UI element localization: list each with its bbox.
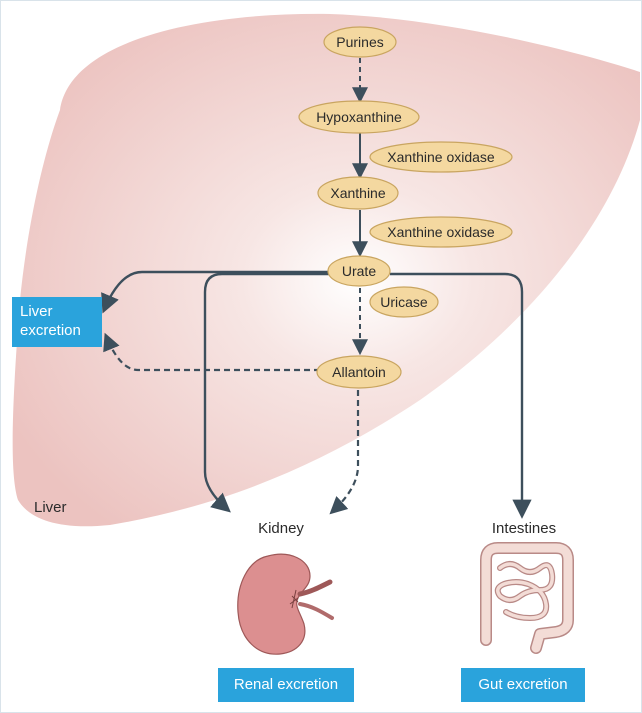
- node-allantoin: Allantoin: [316, 355, 402, 389]
- liver-excretion-line2: excretion: [20, 322, 81, 339]
- intestines-label: Intestines: [492, 520, 556, 537]
- renal-excretion-box: Renal excretion: [218, 668, 354, 702]
- liver-shape: [12, 13, 640, 527]
- node-uricase: Uricase: [369, 286, 439, 318]
- gut-excretion-label: Gut excretion: [478, 676, 568, 693]
- node-uricase-label: Uricase: [380, 294, 428, 310]
- node-purines: Purines: [323, 26, 397, 58]
- node-xanthine-oxidase-1: Xanthine oxidase: [369, 141, 513, 173]
- node-xanthine-oxidase-2-label: Xanthine oxidase: [387, 224, 495, 240]
- kidney-label: Kidney: [258, 520, 304, 537]
- node-urate: Urate: [327, 255, 391, 287]
- node-hypoxanthine: Hypoxanthine: [298, 100, 420, 134]
- node-xanthine-oxidase-2: Xanthine oxidase: [369, 216, 513, 248]
- node-allantoin-label: Allantoin: [332, 364, 386, 380]
- node-xanthine-label: Xanthine: [330, 185, 385, 201]
- gut-excretion-box: Gut excretion: [461, 668, 585, 702]
- renal-excretion-label: Renal excretion: [233, 676, 339, 693]
- liver-label: Liver: [34, 499, 67, 516]
- arrow-urate-kidney: [203, 272, 330, 513]
- liver-excretion-line1: Liver: [20, 303, 53, 320]
- node-urate-label: Urate: [342, 263, 376, 279]
- arrow-urate-liver-excretion: [101, 270, 330, 314]
- node-xanthine-oxidase-1-label: Xanthine oxidase: [387, 149, 495, 165]
- intestines-illustration: [480, 542, 574, 654]
- liver-excretion-box: Liver excretion: [12, 297, 102, 347]
- node-purines-label: Purines: [336, 34, 383, 50]
- arrow-urate-intestines: [390, 272, 532, 519]
- kidney-illustration: [237, 553, 334, 655]
- node-hypoxanthine-label: Hypoxanthine: [316, 109, 402, 125]
- arrow-allantoin-kidney: [329, 390, 360, 515]
- arrow-allantoin-liver-excretion: [103, 332, 320, 372]
- node-xanthine: Xanthine: [317, 176, 399, 210]
